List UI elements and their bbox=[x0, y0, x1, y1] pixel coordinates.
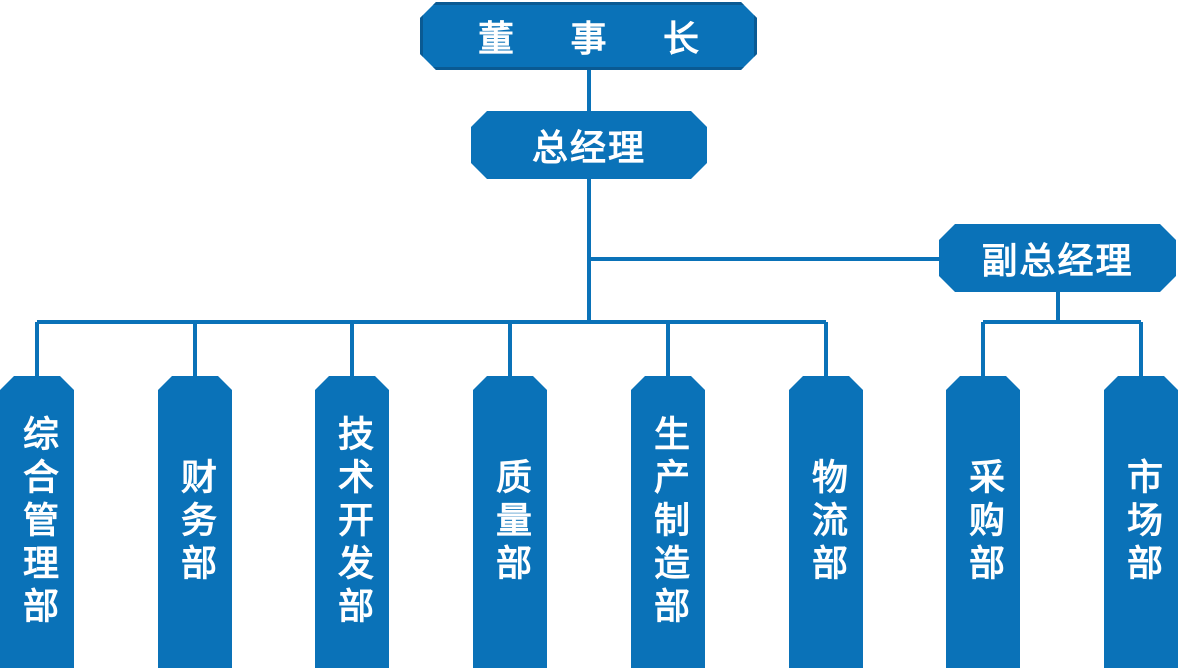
vice-general-manager-label: 副总经理 bbox=[981, 241, 1134, 282]
general-manager-box: 总经理 bbox=[471, 111, 707, 179]
department-box-finance: 财务部 bbox=[158, 376, 232, 668]
department-box-logistics: 物流部 bbox=[789, 376, 863, 668]
general-manager-label: 总经理 bbox=[531, 128, 646, 169]
department-label: 质量部 bbox=[490, 457, 531, 587]
department-label: 采购部 bbox=[963, 457, 1004, 587]
chairman-label: 董 事 长 bbox=[477, 19, 722, 60]
department-label: 技术开发部 bbox=[332, 414, 373, 630]
department-label: 市场部 bbox=[1121, 457, 1162, 587]
department-label: 综合管理部 bbox=[17, 414, 58, 630]
chairman-box: 董 事 长 bbox=[420, 2, 757, 70]
department-box-quality: 质量部 bbox=[473, 376, 547, 668]
department-label: 物流部 bbox=[806, 457, 847, 587]
vice-general-manager-box: 副总经理 bbox=[939, 224, 1176, 292]
department-box-marketing: 市场部 bbox=[1104, 376, 1178, 668]
department-box-general-admin: 综合管理部 bbox=[0, 376, 74, 668]
department-box-purchasing: 采购部 bbox=[946, 376, 1020, 668]
department-box-tech-dev: 技术开发部 bbox=[315, 376, 389, 668]
department-label: 财务部 bbox=[175, 457, 216, 587]
department-box-production: 生产制造部 bbox=[631, 376, 705, 668]
department-label: 生产制造部 bbox=[648, 414, 689, 630]
